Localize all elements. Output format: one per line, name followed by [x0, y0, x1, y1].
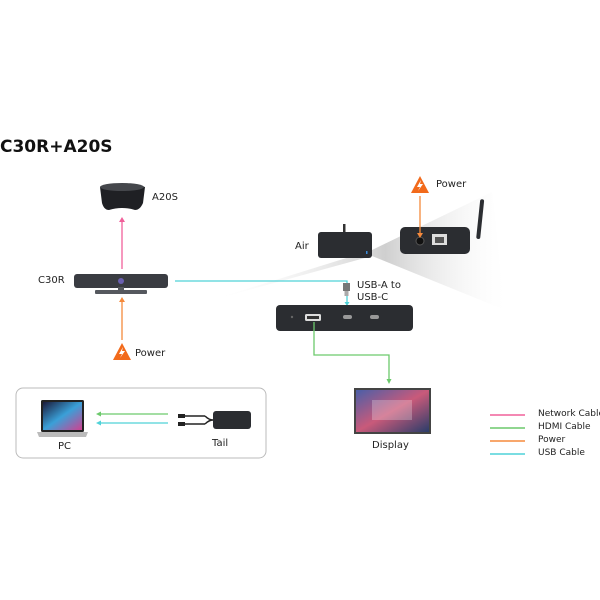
usb-adapter-label-1: USB-A to [357, 280, 401, 291]
tail-label: Tail [212, 438, 229, 449]
arrow-head [417, 233, 423, 238]
arrow-head [96, 411, 101, 417]
hdmi-cable [313, 322, 390, 380]
dock-device [276, 305, 413, 331]
display-device [354, 388, 431, 434]
legend-hdmi: HDMI Cable [538, 422, 591, 432]
arrow-head [344, 302, 350, 306]
a20s-device [100, 183, 145, 210]
c30r-device [74, 274, 168, 294]
pc-group-box [15, 387, 267, 459]
pc-label: PC [58, 441, 72, 452]
air-label: Air [295, 241, 309, 252]
arrow-head [119, 217, 125, 222]
a20s-label: A20S [152, 192, 178, 203]
arrow-head [96, 420, 101, 426]
legend-power: Power [538, 435, 566, 445]
laptop-device [37, 400, 88, 437]
tail-device [178, 411, 251, 429]
usb-adapter-label-2: USB-C [357, 292, 389, 303]
display-label: Display [372, 440, 409, 451]
arrow-head [386, 379, 392, 384]
arrow-head [119, 297, 125, 302]
power-label-air: Power [436, 179, 467, 190]
usb-cable [175, 280, 348, 284]
legend-lines [490, 414, 525, 455]
usb-adapter [343, 283, 350, 296]
power-label-c30r: Power [135, 348, 166, 359]
air-device [318, 224, 372, 258]
legend-usb: USB Cable [538, 448, 585, 458]
c30r-label: C30R [38, 275, 65, 286]
power-icon [411, 176, 429, 193]
legend-network: Network Cable [538, 409, 600, 419]
power-icon [113, 343, 131, 360]
diagram-title: C30R+A20S [0, 137, 113, 157]
